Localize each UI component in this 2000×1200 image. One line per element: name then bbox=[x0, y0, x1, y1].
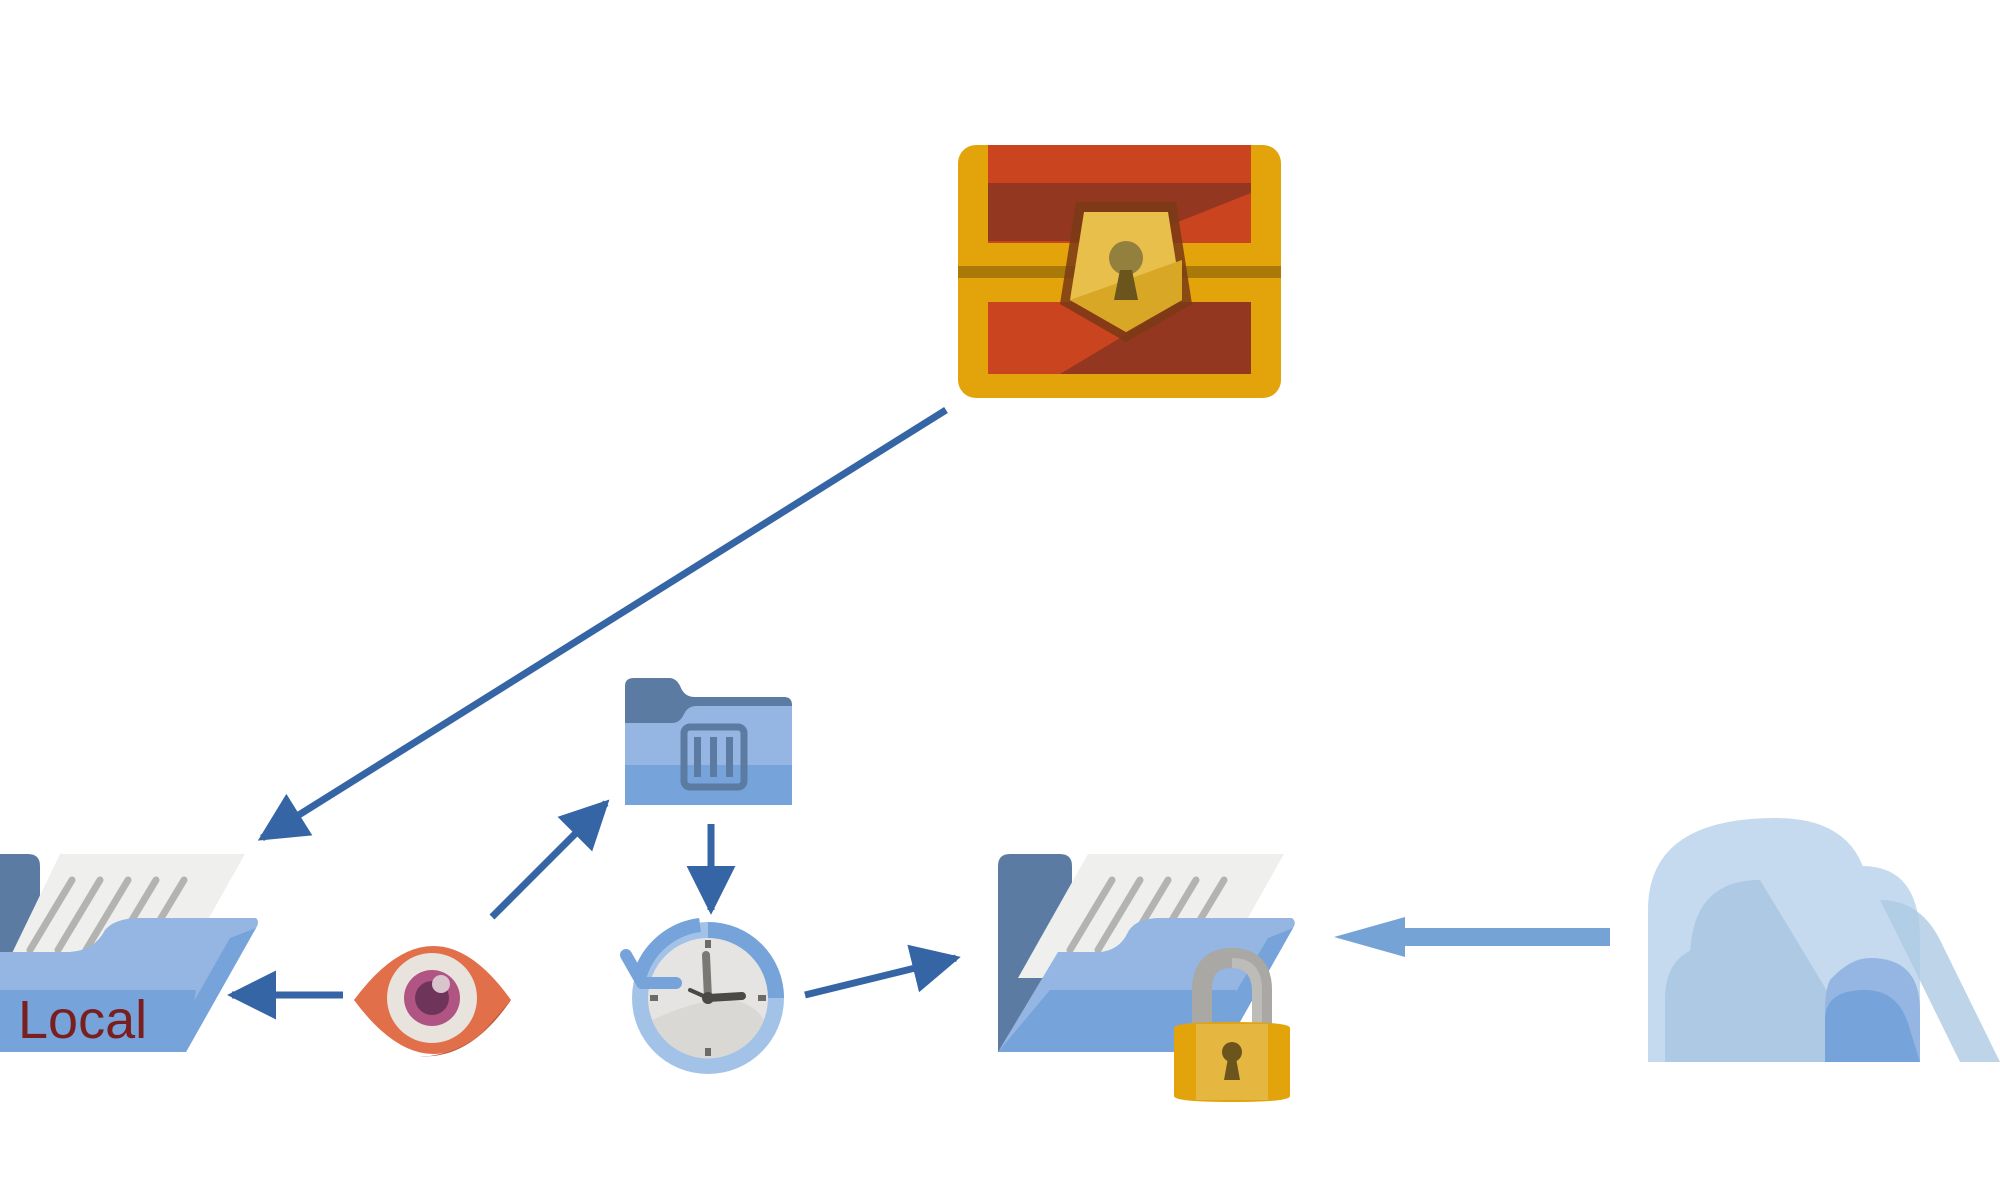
eye-icon bbox=[354, 946, 511, 1057]
arrow-eye-to-archive bbox=[489, 799, 610, 920]
arrow-cloud-to-encrypted bbox=[1334, 917, 1610, 957]
local-label: Local bbox=[18, 990, 147, 1050]
treasure-chest-icon bbox=[958, 145, 1281, 398]
locked-folder-icon bbox=[998, 854, 1295, 1102]
arrow-chest-to-local bbox=[257, 407, 948, 841]
clock-restore-icon bbox=[620, 918, 784, 1074]
cloud-icon bbox=[1648, 818, 2000, 1062]
arrow-clock-to-encrypted bbox=[804, 944, 961, 999]
local-folder-icon bbox=[0, 854, 258, 1052]
archive-folder-icon bbox=[625, 678, 792, 805]
